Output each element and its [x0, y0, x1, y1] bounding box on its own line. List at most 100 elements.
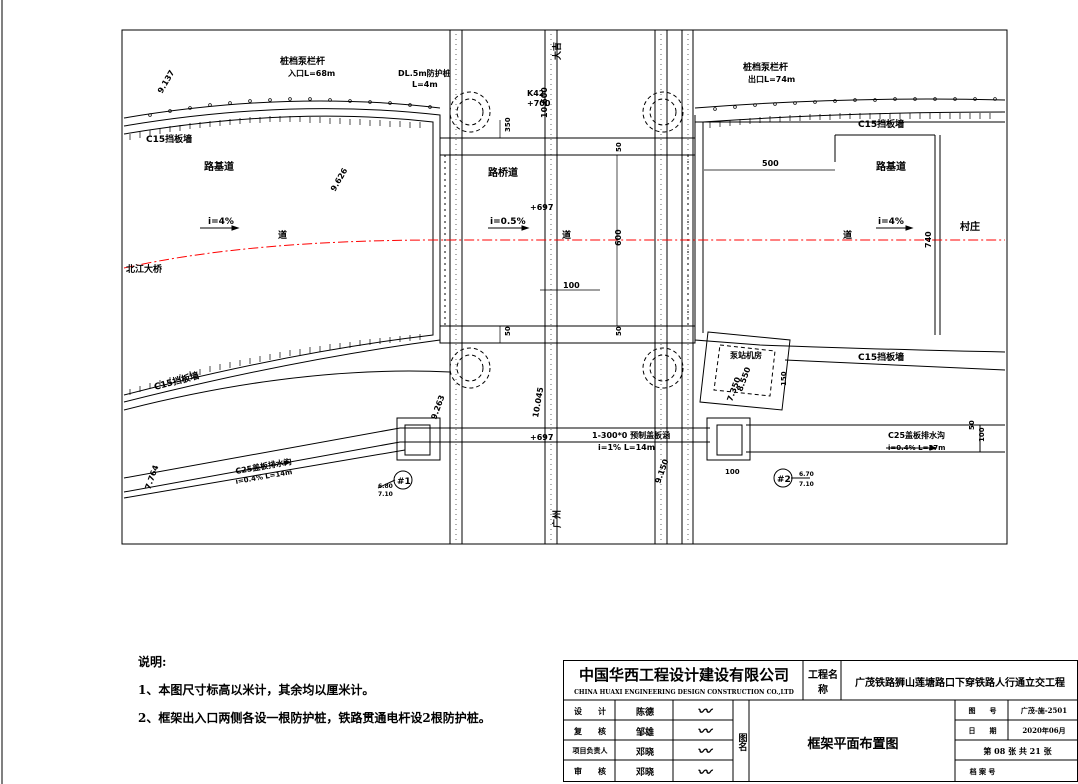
drawing-labels: 桩档泵栏杆 入口L=68m DL.5m防护桩 L=4m K42 +700 桩档泵…: [126, 42, 986, 528]
role-project-lead: 项目负责人: [572, 746, 608, 755]
label-well-2: #2: [777, 475, 791, 485]
label-dim-50a: 50: [615, 142, 623, 152]
name-design: 陈德: [635, 707, 654, 718]
company-name-cn: 中国华西工程设计建设有限公司: [578, 665, 789, 684]
note-item-2: 2、框架出入口两侧各设一根防护桩，铁路贯通电杆设2根防护桩。: [138, 711, 491, 725]
label-k42: K42: [527, 89, 544, 98]
road-centerline: [123, 239, 1005, 269]
label-off-697-2: +697: [530, 433, 553, 442]
label-slope-w: i=4%: [208, 217, 234, 227]
label-well-2-top: 6.70: [799, 471, 814, 478]
label-center-w: 道: [278, 229, 287, 241]
label-track-s: 广州: [551, 510, 563, 528]
label-ditch-e: C25盖板排水沟: [888, 430, 945, 440]
label-well-1-top: 6.80: [378, 483, 393, 490]
role-review: 复 核: [574, 725, 606, 736]
label-dim-500: 500: [762, 159, 779, 168]
label-elev-sw: 9.263: [429, 394, 446, 421]
label-culvert: 1-300*0 预制盖板涵: [592, 430, 670, 440]
label-dim-600: 600: [614, 229, 623, 246]
east-retaining-walls: [694, 98, 1006, 371]
label-dim-100c: 100: [978, 427, 986, 442]
label-dim-50b: 50: [615, 326, 623, 336]
name-project-lead: 邓晓: [635, 747, 654, 758]
label-elev-se: 9.150: [653, 457, 670, 484]
railway-tracks: [449, 30, 694, 544]
project-label: 工程名称: [808, 670, 838, 696]
label-dim-150: 150: [780, 371, 788, 386]
label-north-rail-2b: 出口L=74m: [748, 74, 795, 84]
label-center-mid: 道: [562, 229, 571, 241]
label-culvert2: i=1% L=14m: [598, 443, 655, 452]
label-well-1-bot: 7.10: [378, 491, 393, 498]
frame-box: [439, 137, 696, 344]
label-elev-nw: 9.137: [156, 69, 176, 95]
signature-design: 〰: [697, 704, 711, 720]
signature-approve: 〰: [697, 764, 711, 781]
south-ditches: [123, 417, 1005, 499]
drawing-label: 图名: [736, 733, 747, 751]
label-dim-350: 350: [504, 117, 512, 132]
label-dest-e: 村庄: [960, 220, 980, 233]
drawing-frame: [121, 29, 1008, 545]
label-elev-n-track: 10.600: [540, 87, 549, 118]
label-elev-s-track: 10.045: [531, 386, 545, 418]
title-block-grid: [563, 660, 1078, 782]
label-north-rail-2: 桩档泵栏杆: [743, 61, 788, 73]
label-dim-50d: 50: [968, 420, 976, 430]
label-c15-nw: C15挡板墙: [146, 133, 192, 145]
well-callouts: [377, 468, 810, 490]
label-dim-740: 740: [924, 231, 933, 248]
notes: 说明: 1、本图尺寸标高以米计，其余均以厘米计。 2、框架出入口两侧各设一根防护…: [138, 648, 491, 732]
title-block: 中国华西工程设计建设有限公司 CHINA HUAXI ENGINEERING D…: [563, 660, 1078, 782]
meta-sheet-count: 第 08 张 共 21 张: [983, 745, 1052, 756]
label-road-w: 路基道: [204, 160, 234, 173]
name-review: 邹雄: [635, 727, 654, 738]
label-elev-nw2: 9.626: [329, 166, 350, 193]
west-retaining-walls: [123, 100, 451, 411]
signature-review: 〰: [697, 724, 711, 740]
west-railing: [148, 97, 432, 117]
label-elev-sw-ditch: 7.764: [143, 463, 160, 490]
label-north-rail-1b: 入口L=68m: [287, 69, 335, 78]
pump-room: [699, 331, 791, 411]
west-wall-hatch: [129, 116, 421, 395]
label-c15-se: C15挡板墙: [858, 351, 904, 363]
protection-piles: [449, 91, 684, 389]
east-railing: [713, 97, 997, 111]
label-pile: DL.5m防护桩: [398, 68, 451, 78]
meta-date: 2020年06月: [1022, 726, 1066, 735]
label-ditch-e2: i=0.4% L=37m: [888, 444, 945, 452]
note-item-1: 1、本图尺寸标高以米计，其余均以厘米计。: [138, 683, 375, 697]
label-pump-room: 泵站机房: [730, 350, 762, 360]
role-approve: 审 核: [574, 766, 606, 776]
label-dim-50c: 50: [504, 326, 512, 336]
label-700: +700: [527, 99, 551, 108]
label-road-e: 路基道: [876, 160, 906, 173]
project-name: 广茂铁路狮山莲塘路口下穿铁路人行通立交工程: [855, 677, 1065, 689]
label-center-e: 道: [843, 229, 852, 241]
label-slope-e: i=4%: [878, 217, 904, 227]
signature-project-lead: 〰: [697, 744, 711, 760]
east-wall-hatch: [709, 113, 991, 128]
label-well-1: #1: [397, 477, 411, 487]
label-c15-ne: C15挡板墙: [858, 118, 904, 130]
slope-arrows: [200, 225, 938, 473]
name-approve: 邓晓: [635, 768, 654, 778]
company-name-en: CHINA HUAXI ENGINEERING DESIGN CONSTRUCT…: [574, 688, 794, 696]
role-design: 设 计: [574, 705, 606, 716]
label-slope-mid: i=0.5%: [490, 217, 526, 227]
notes-title: 说明:: [138, 655, 167, 669]
meta-label-archive: 档 案 号: [969, 766, 996, 776]
label-pile-b: L=4m: [412, 80, 438, 89]
label-well-2-bot: 7.10: [799, 481, 814, 488]
meta-label-drawing-no: 图 号: [968, 706, 997, 715]
drawing-name: 框架平面布置图: [807, 736, 899, 752]
label-off-697-1: +697: [530, 203, 553, 212]
label-dim-100b: 100: [725, 468, 740, 476]
dimension-lines: [499, 120, 936, 343]
label-north-rail-1: 桩档泵栏杆: [280, 55, 325, 67]
label-road-mid: 路桥道: [488, 166, 518, 179]
